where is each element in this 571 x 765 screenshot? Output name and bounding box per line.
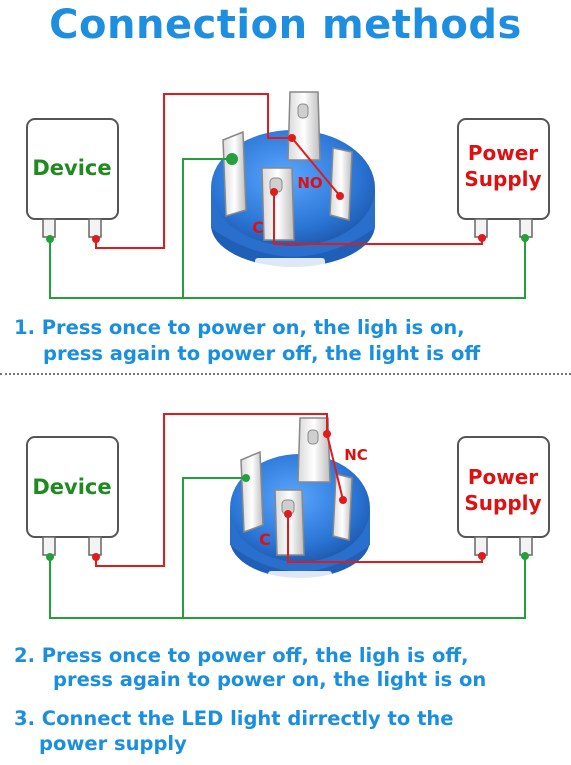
device-box: Device [26, 118, 119, 238]
wire-dots [46, 430, 529, 561]
power-supply-box: Power Supply [457, 436, 550, 556]
terminal-no-label: NO [297, 174, 322, 192]
terminal-c-label: C [252, 218, 264, 237]
push-button-switch: NC C [230, 417, 370, 582]
diagram-2: Device Power Supply NC C [26, 413, 550, 619]
power-label-line2: Supply [464, 491, 541, 515]
green-wires [49, 477, 526, 619]
wire-dots [46, 134, 529, 243]
caption-2-line1: 2. Press once to power off, the ligh is … [14, 644, 469, 667]
power-label-line1: Power [468, 465, 538, 489]
terminal-nc-label: NC [344, 446, 368, 464]
terminal-c-label: C [259, 530, 271, 549]
page-title: Connection methods [49, 2, 522, 48]
caption-1-line1: 1. Press once to power on, the ligh is o… [14, 316, 465, 339]
device-box: Device [26, 436, 119, 556]
device-label: Device [32, 475, 111, 499]
power-label-line1: Power [468, 141, 538, 165]
caption-3-line1: 3. Connect the LED light dirrectly to th… [14, 707, 454, 730]
section-divider [0, 373, 571, 375]
caption-2-line2: press again to power on, the light is on [53, 668, 487, 691]
power-supply-box: Power Supply [457, 118, 550, 238]
green-wires [49, 158, 526, 299]
caption-3-line2: power supply [39, 732, 187, 755]
power-label-line2: Supply [464, 167, 541, 191]
diagram-1: Device Power Supply NO C [26, 91, 550, 299]
device-label: Device [32, 156, 111, 180]
caption-1-line2: press again to power off, the light is o… [43, 342, 481, 365]
